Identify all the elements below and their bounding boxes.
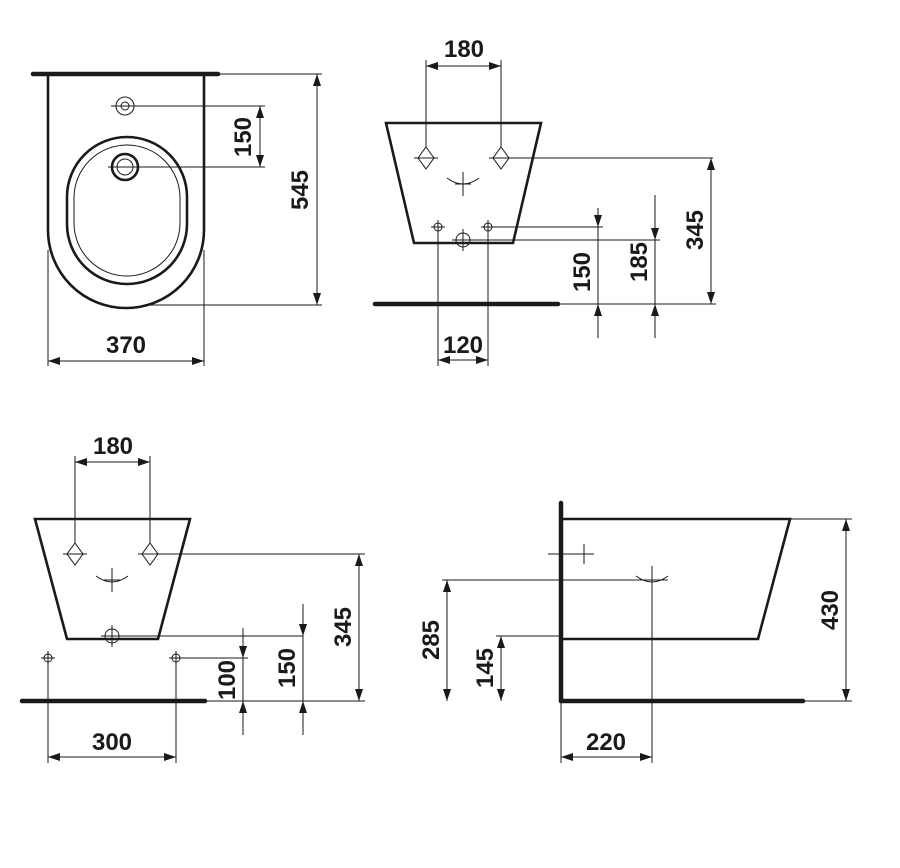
bowl-inner [73, 144, 181, 277]
dim-100: 100 [214, 660, 241, 700]
fixing-hole-icon [66, 542, 84, 566]
fixing-hole-icon [417, 146, 435, 170]
dim-depth: 545 [287, 170, 314, 210]
side-view: 285 145 430 220 [418, 500, 852, 763]
dim-waste-height: 145 [472, 648, 499, 688]
bowl-outer [65, 135, 189, 286]
dim-height: 430 [817, 590, 844, 630]
dim-fixing-spacing: 180 [444, 36, 484, 63]
dim-150: 150 [274, 648, 301, 688]
dim-150: 150 [569, 252, 596, 292]
dim-drain-spacing: 120 [443, 332, 483, 359]
dim-projection: 220 [586, 729, 626, 756]
dim-drain-height: 285 [418, 620, 445, 660]
rear-view-upper: 180 120 150 185 345 [372, 36, 716, 366]
dim-width: 370 [106, 332, 146, 359]
dim-fixing-spacing: 180 [93, 433, 133, 460]
rear-view-lower: 180 300 100 150 345 [19, 433, 365, 763]
dim-fixing-height: 345 [682, 210, 709, 250]
fixing-hole-icon [492, 146, 510, 170]
bidet-outline-rear-lower [33, 517, 192, 641]
dim-supply-spacing: 300 [92, 729, 132, 756]
dim-fixing-height: 345 [330, 607, 357, 647]
bidet-outline-rear-upper [384, 121, 543, 245]
top-view: 150 545 370 [30, 71, 322, 366]
dim-185: 185 [626, 242, 653, 282]
fixing-hole-icon [141, 542, 159, 566]
dim-tap-offset: 150 [230, 117, 257, 157]
bidet-outline-top [46, 76, 206, 310]
bidet-outline-side [563, 517, 792, 641]
